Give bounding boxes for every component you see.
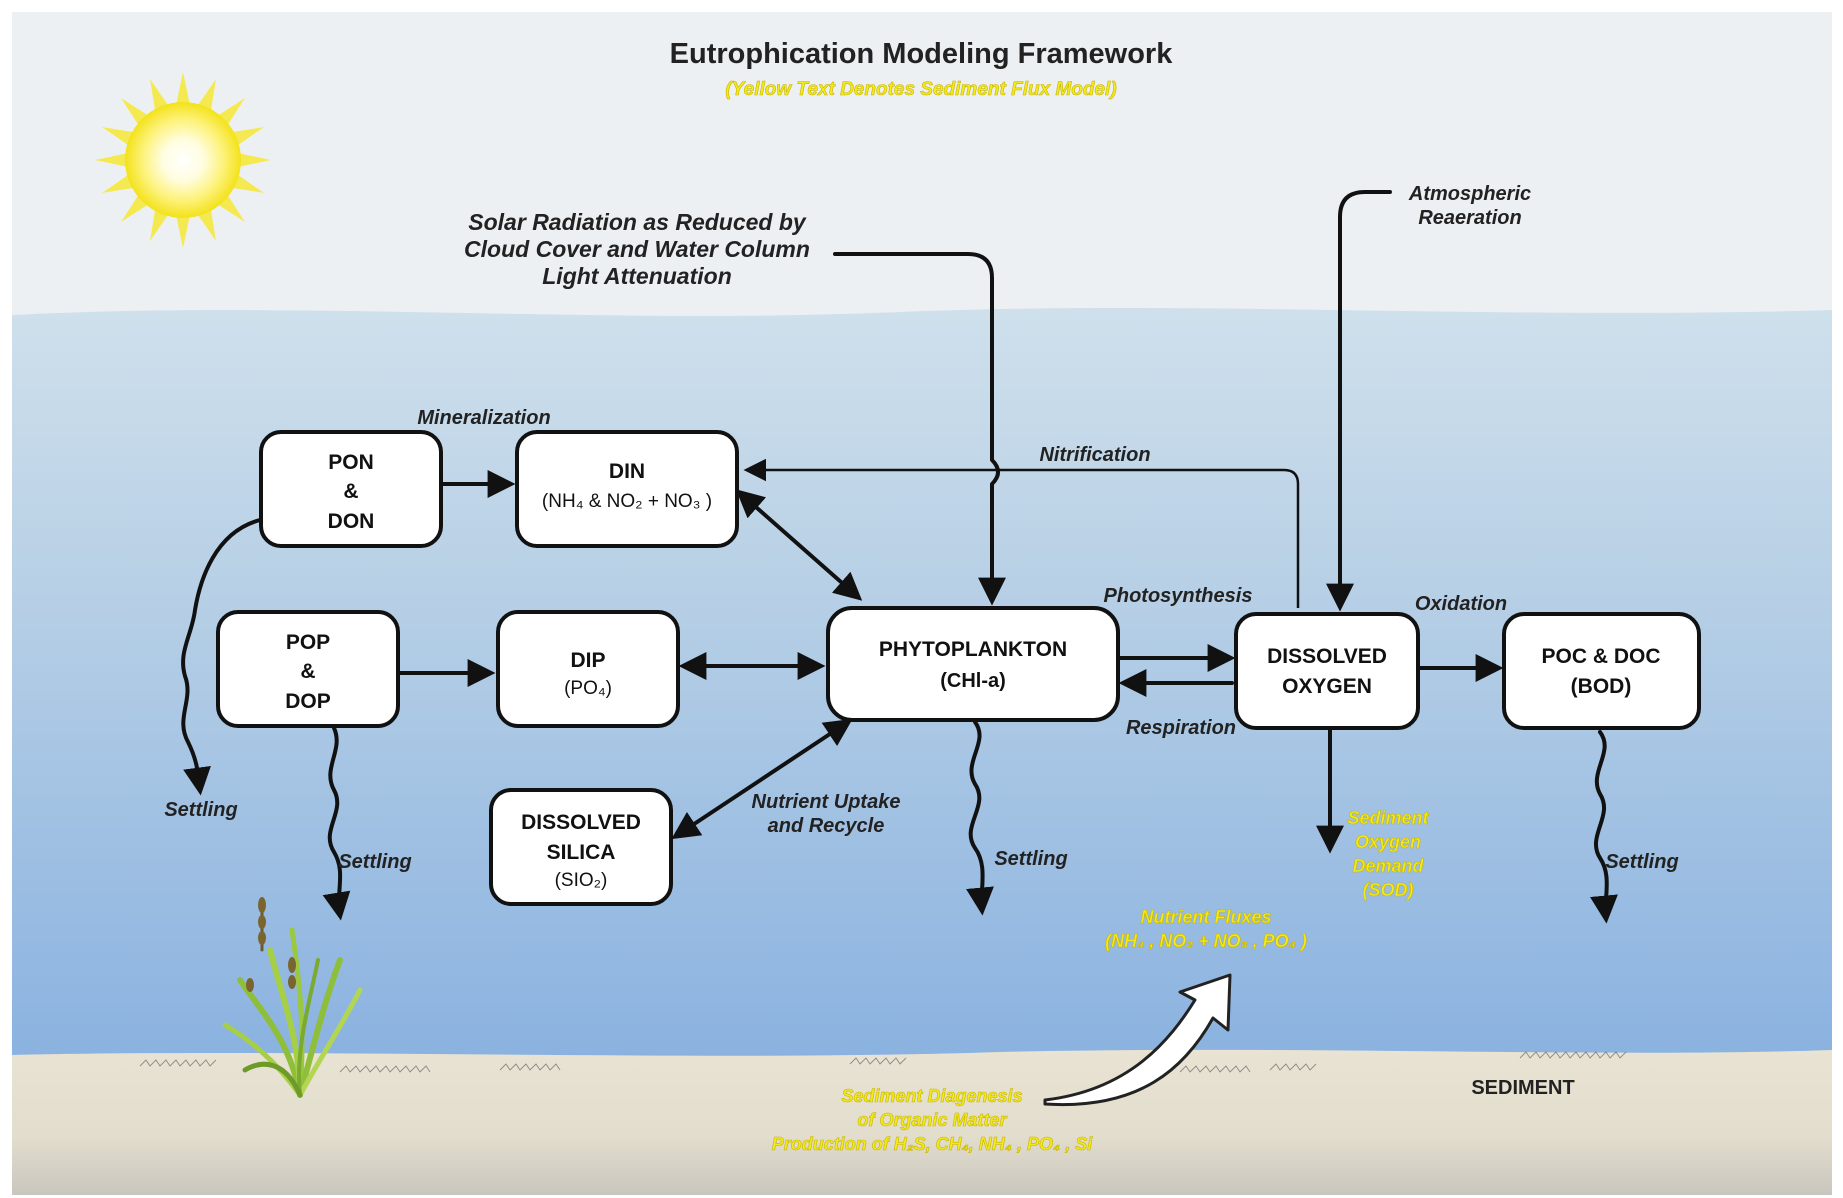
sod-label-3: Demand <box>1352 856 1424 876</box>
nutrient-fluxes-label-1: Nutrient Fluxes <box>1140 907 1271 927</box>
nutrient-fluxes-label-2: (NH₄ , NO₂ + NO₃ , PO₄ ) <box>1105 931 1307 951</box>
nitrification-arrow <box>743 458 1300 608</box>
settling-label-pop: Settling <box>338 851 411 873</box>
settling-label-pon: Settling <box>164 799 237 821</box>
node-dip: DIP (PO₄) <box>496 610 680 728</box>
diagenesis-label-1: Sediment Diagenesis <box>841 1086 1022 1106</box>
sod-label-4: (SOD) <box>1363 880 1414 900</box>
settling-arrow-pop <box>322 726 351 921</box>
nutrient-uptake-label-1: Nutrient Uptake <box>752 791 901 813</box>
diagram-subtitle: (Yellow Text Denotes Sediment Flux Model… <box>725 79 1116 100</box>
node-pon-amp: & <box>343 480 358 503</box>
settling-arrow-phyto <box>966 720 994 916</box>
solar-radiation-arrow <box>833 252 1006 606</box>
node-silica-label2: SILICA <box>547 841 616 864</box>
sun-icon <box>95 72 271 248</box>
node-poc-label: POC & DOC <box>1541 645 1660 668</box>
node-din: DIN (NH₄ & NO₂ + NO₃ ) <box>515 430 739 548</box>
sod-label-1: Sediment <box>1347 808 1429 828</box>
oxidation-label: Oxidation <box>1415 593 1507 615</box>
settling-arrow-pon <box>181 518 262 796</box>
silica-phyto-arrow <box>671 718 853 840</box>
node-oxygen-label: OXYGEN <box>1282 675 1372 698</box>
node-silica-formula: (SIO₂) <box>555 870 608 891</box>
node-pon-don: PON & DON <box>259 430 443 548</box>
mineralization-label: Mineralization <box>417 407 550 429</box>
node-dip-label: DIP <box>570 649 605 672</box>
nitrification-label: Nitrification <box>1039 444 1150 466</box>
sky-background <box>12 12 1832 322</box>
node-pon-label: PON <box>328 451 374 474</box>
photosynthesis-label: Photosynthesis <box>1104 585 1253 607</box>
node-silica-label1: DISSOLVED <box>521 811 641 834</box>
diagenesis-label-3: Production of H₂S, CH₄, NH₄ , PO₄ , Si <box>772 1134 1093 1154</box>
node-din-label: DIN <box>609 460 645 483</box>
node-phytoplankton: PHYTOPLANKTON (CHl-a) <box>826 606 1120 722</box>
diagram-title: Eutrophication Modeling Framework <box>670 38 1174 70</box>
atmospheric-label-1: Atmospheric <box>1408 183 1531 205</box>
solar-radiation-label-1: Solar Radiation as Reduced by <box>468 209 807 235</box>
sediment-texture <box>139 1051 1627 1073</box>
node-dissolved-oxygen: DISSOLVED OXYGEN <box>1234 612 1420 730</box>
solar-radiation-label-3: Light Attenuation <box>542 263 732 289</box>
node-dissolved-silica: DISSOLVED SILICA (SIO₂) <box>489 788 673 906</box>
node-dissolved-label: DISSOLVED <box>1267 645 1387 668</box>
node-dip-formula: (PO₄) <box>564 678 612 699</box>
reaeration-arrow <box>1326 190 1392 612</box>
respiration-label: Respiration <box>1126 717 1236 739</box>
nutrient-uptake-label-2: and Recycle <box>768 815 885 837</box>
node-pop-label: POP <box>286 631 330 654</box>
solar-radiation-label-2: Cloud Cover and Water Column <box>464 236 810 262</box>
node-chla-label: (CHl-a) <box>940 670 1006 692</box>
node-din-formula: (NH₄ & NO₂ + NO₃ ) <box>542 491 712 512</box>
diagenesis-label-2: of Organic Matter <box>857 1110 1007 1130</box>
node-phytoplankton-label: PHYTOPLANKTON <box>879 638 1067 661</box>
node-don-label: DON <box>328 510 375 533</box>
node-pop-amp: & <box>300 660 315 683</box>
sod-label-2: Oxygen <box>1355 832 1421 852</box>
node-poc-doc: POC & DOC (BOD) <box>1502 612 1701 730</box>
node-dop-label: DOP <box>285 690 331 713</box>
nutrient-flux-arrow <box>1043 973 1232 1107</box>
settling-arrow-poc <box>1590 730 1618 924</box>
node-bod-label: (BOD) <box>1571 675 1632 698</box>
sediment-layer <box>12 1049 1832 1195</box>
sediment-label: SEDIMENT <box>1471 1077 1574 1099</box>
din-phyto-arrow <box>735 489 863 601</box>
atmospheric-label-2: Reaeration <box>1418 207 1521 229</box>
seagrass-icon <box>222 897 363 1098</box>
node-pop-dop: POP & DOP <box>216 610 400 728</box>
settling-label-poc: Settling <box>1605 851 1678 873</box>
settling-label-phyto: Settling <box>994 848 1067 870</box>
